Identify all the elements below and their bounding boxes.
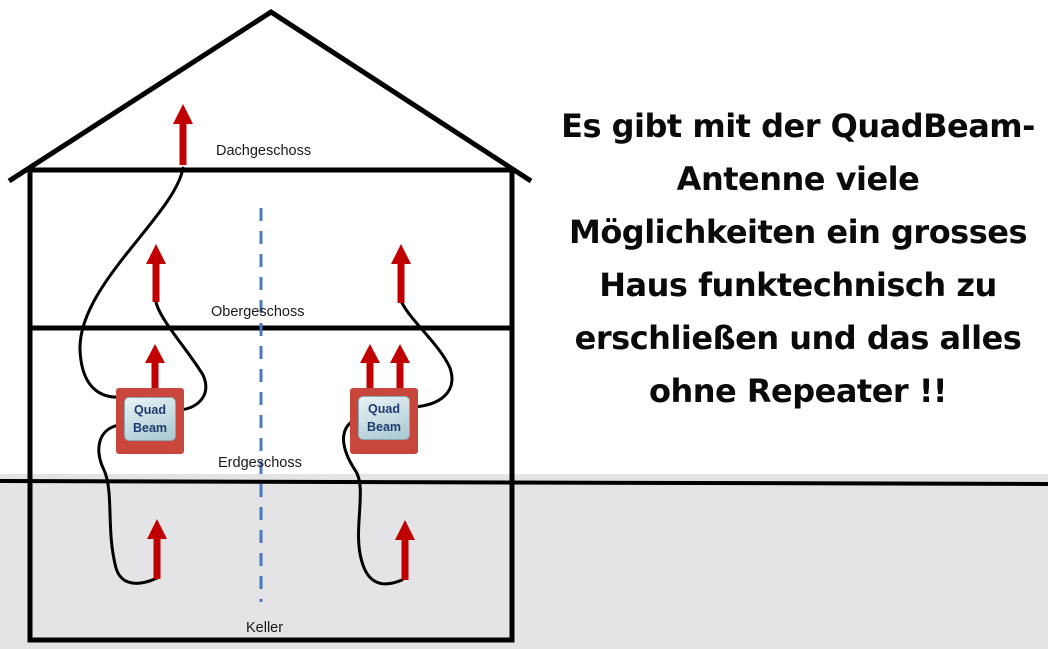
cable-left-upper <box>154 300 208 412</box>
cable-right-basement <box>342 418 404 586</box>
headline-line: erschließen und das alles <box>574 319 1022 357</box>
ground-line <box>0 479 1048 486</box>
quadbeam-label-line2: Beam <box>366 420 402 434</box>
roof <box>7 9 533 184</box>
quadbeam-device-left: Quad Beam <box>124 397 176 441</box>
arrow-basement-right <box>395 520 415 580</box>
headline-line: Haus funktechnisch zu <box>599 266 997 304</box>
house-walls <box>27 170 515 643</box>
headline-line: Möglichkeiten ein grosses <box>568 213 1028 251</box>
arrow-attic <box>173 104 193 165</box>
floor-label-attic: Dachgeschoss <box>216 143 312 159</box>
floor-label-ground: Erdgeschoss <box>218 455 302 471</box>
arrow-upper-right <box>391 244 411 303</box>
cable-left-attic <box>78 166 185 399</box>
cable-left-basement <box>97 423 159 585</box>
headline-line: Es gibt mit der QuadBeam- <box>561 107 1035 145</box>
quadbeam-label-line1: Quad <box>134 403 166 417</box>
ground-area <box>0 474 1048 649</box>
headline: Es gibt mit der QuadBeam- Antenne viele … <box>548 100 1048 418</box>
floor-label-basement: Keller <box>246 620 284 636</box>
arrow-device-right-1 <box>360 344 380 389</box>
arrow-upper-left <box>146 244 166 302</box>
floor-label-upper: Obergeschoss <box>211 304 305 320</box>
arrow-device-left <box>145 344 165 389</box>
headline-line: ohne Repeater !! <box>648 372 948 410</box>
arrow-device-right-2 <box>390 344 410 389</box>
headline-line: Antenne viele <box>676 160 920 198</box>
quadbeam-device-right: Quad Beam <box>358 396 410 440</box>
quadbeam-label-line1: Quad <box>368 402 400 416</box>
cable-right-upper <box>400 301 454 409</box>
quadbeam-label-line2: Beam <box>132 421 168 435</box>
arrow-basement-left <box>147 519 167 579</box>
